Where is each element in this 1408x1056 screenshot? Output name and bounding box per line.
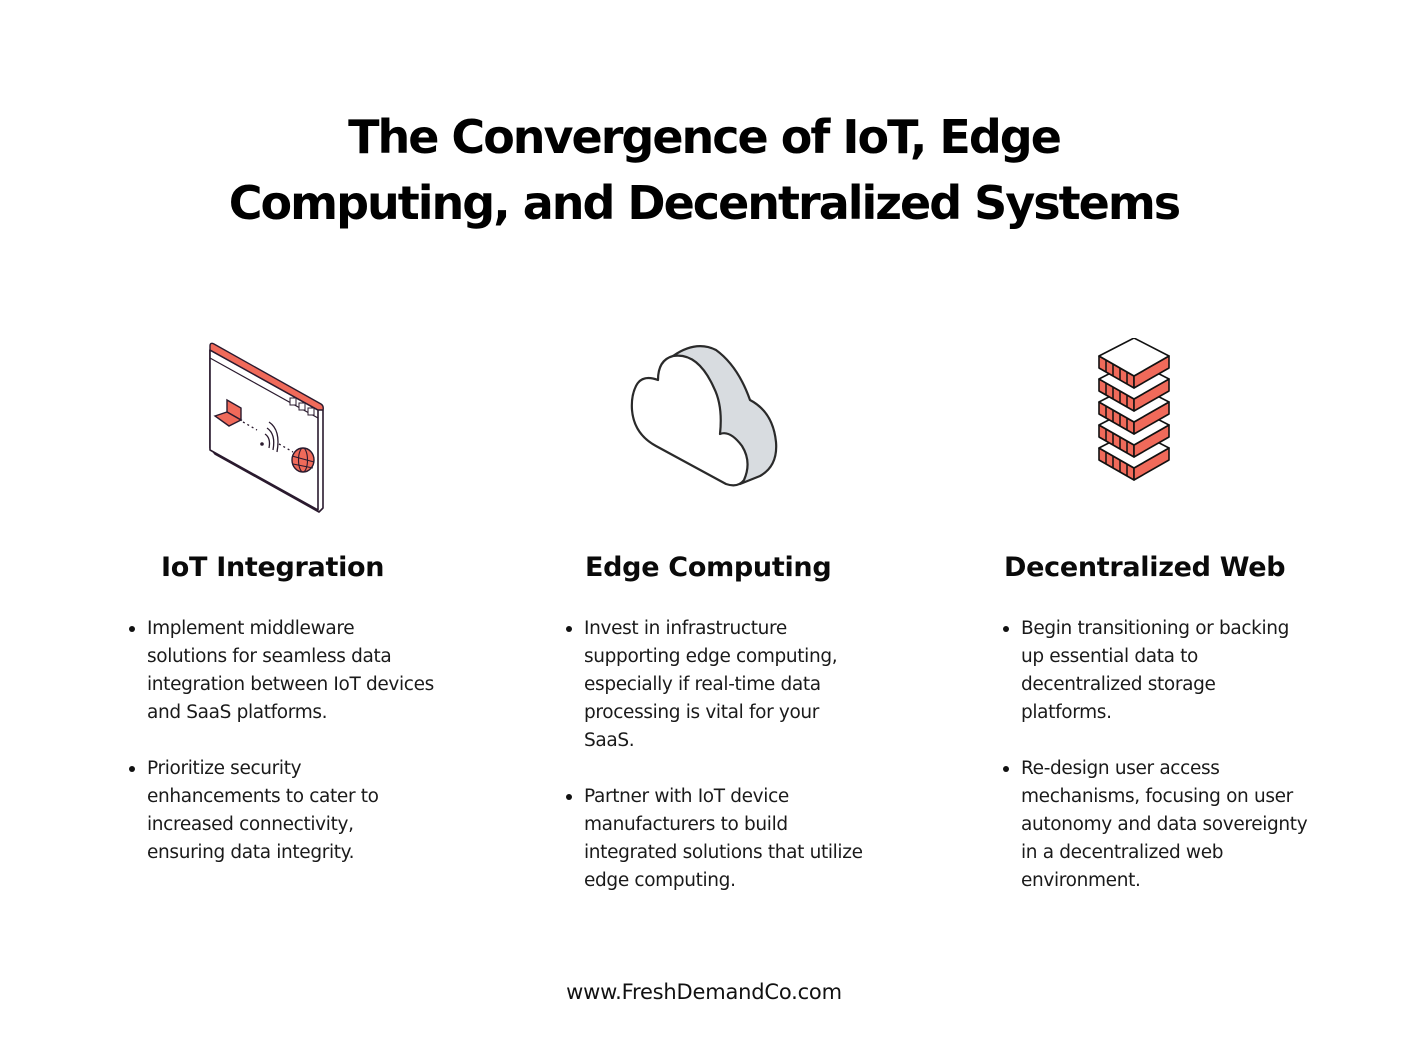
bullet-dot-icon [566, 794, 572, 800]
list-item: Implement middleware solutions for seaml… [129, 615, 437, 727]
list-item: Partner with IoT device manufacturers to… [566, 783, 874, 895]
heading-decentralized-web: Decentralized Web [1004, 552, 1286, 583]
bullet-list-decentralized-web: Begin transitioning or backing up essent… [1003, 615, 1311, 923]
browser-window-iot-icon [205, 338, 330, 516]
list-item: Begin transitioning or backing up essent… [1003, 615, 1311, 727]
bullet-list-iot: Implement middleware solutions for seaml… [129, 615, 437, 895]
bullet-list-edge: Invest in infrastructure supporting edge… [566, 615, 874, 923]
list-item: Invest in infrastructure supporting edge… [566, 615, 874, 755]
heading-iot-integration: IoT Integration [161, 552, 385, 583]
list-item: Prioritize security enhancements to cate… [129, 755, 437, 867]
bullet-dot-icon [1003, 626, 1009, 632]
bullet-dot-icon [129, 766, 135, 772]
list-item: Re-design user access mechanisms, focusi… [1003, 755, 1311, 895]
title-line-2: Computing, and Decentralized Systems [228, 176, 1181, 230]
bullet-dot-icon [1003, 766, 1009, 772]
footer-website-link[interactable]: www.FreshDemandCo.com [566, 980, 842, 1004]
title-line-1: The Convergence of IoT, Edge [348, 110, 1062, 164]
heading-edge-computing: Edge Computing [585, 552, 832, 583]
bullet-dot-icon [129, 626, 135, 632]
stacked-blocks-icon [1094, 338, 1174, 493]
bullet-dot-icon [566, 626, 572, 632]
page-title: The Convergence of IoT, Edge Computing, … [0, 104, 1408, 236]
cloud-icon [628, 338, 783, 488]
